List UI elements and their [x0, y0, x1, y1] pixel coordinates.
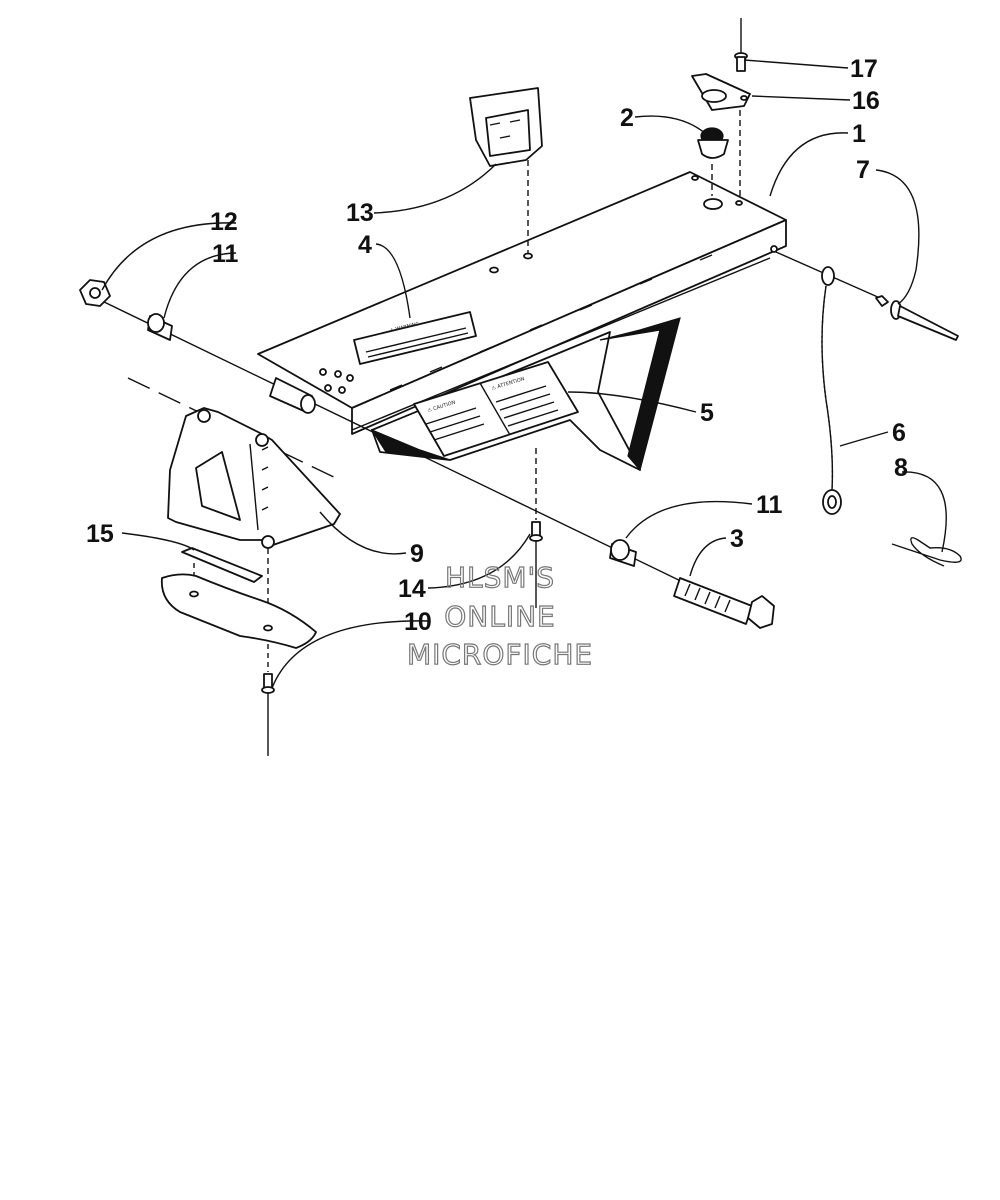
callout-11-left: 11	[212, 240, 239, 268]
rubber-bumper	[697, 127, 729, 196]
rivet-center	[529, 448, 543, 608]
decal-caution-attention: ⚠ CAUTION ⚠ ATTENTION	[413, 361, 579, 457]
callout-15: 15	[86, 520, 114, 548]
rivet-bottom-left	[261, 644, 275, 756]
callout-1: 1	[852, 120, 866, 148]
svg-text:MICROFICHE: MICROFICHE	[407, 638, 593, 671]
callout-17: 17	[850, 55, 878, 83]
callout-14: 14	[398, 575, 426, 603]
rivet-top	[734, 18, 748, 72]
callout-6: 6	[892, 419, 906, 447]
callout-9: 9	[410, 540, 424, 568]
bushing-left	[147, 313, 173, 341]
hitch-pin	[775, 251, 959, 341]
svg-text:ONLINE: ONLINE	[444, 600, 555, 633]
svg-text:HLSM'S: HLSM'S	[445, 561, 555, 594]
callout-8: 8	[894, 454, 908, 482]
callout-13: 13	[346, 199, 374, 227]
callout-2: 2	[620, 104, 634, 132]
tether-cable	[821, 266, 842, 515]
hitch-bracket	[127, 377, 341, 620]
hairpin-clip	[891, 537, 962, 567]
watermark: HLSM'S ONLINE MICROFICHE	[406, 560, 593, 671]
callout-16: 16	[852, 87, 880, 115]
callout-12: 12	[210, 208, 238, 236]
leader-lines	[101, 59, 947, 689]
callout-4: 4	[358, 231, 372, 259]
lock-nut	[79, 279, 111, 307]
bushing-right	[609, 539, 637, 567]
callout-5: 5	[700, 399, 714, 427]
callout-11-right: 11	[756, 491, 783, 519]
hex-bolt	[673, 577, 775, 629]
mounting-surface	[160, 573, 317, 649]
callout-7: 7	[856, 156, 870, 184]
pivot-sleeve	[269, 377, 316, 414]
hitch-clip	[469, 87, 543, 254]
callout-3: 3	[730, 525, 744, 553]
callout-10: 10	[404, 608, 432, 636]
callout-labels: 17 16 2 1 7 13 4 12 11 5 6 8 11 3 15 9 1…	[86, 55, 908, 636]
bracket-plate	[691, 73, 751, 196]
